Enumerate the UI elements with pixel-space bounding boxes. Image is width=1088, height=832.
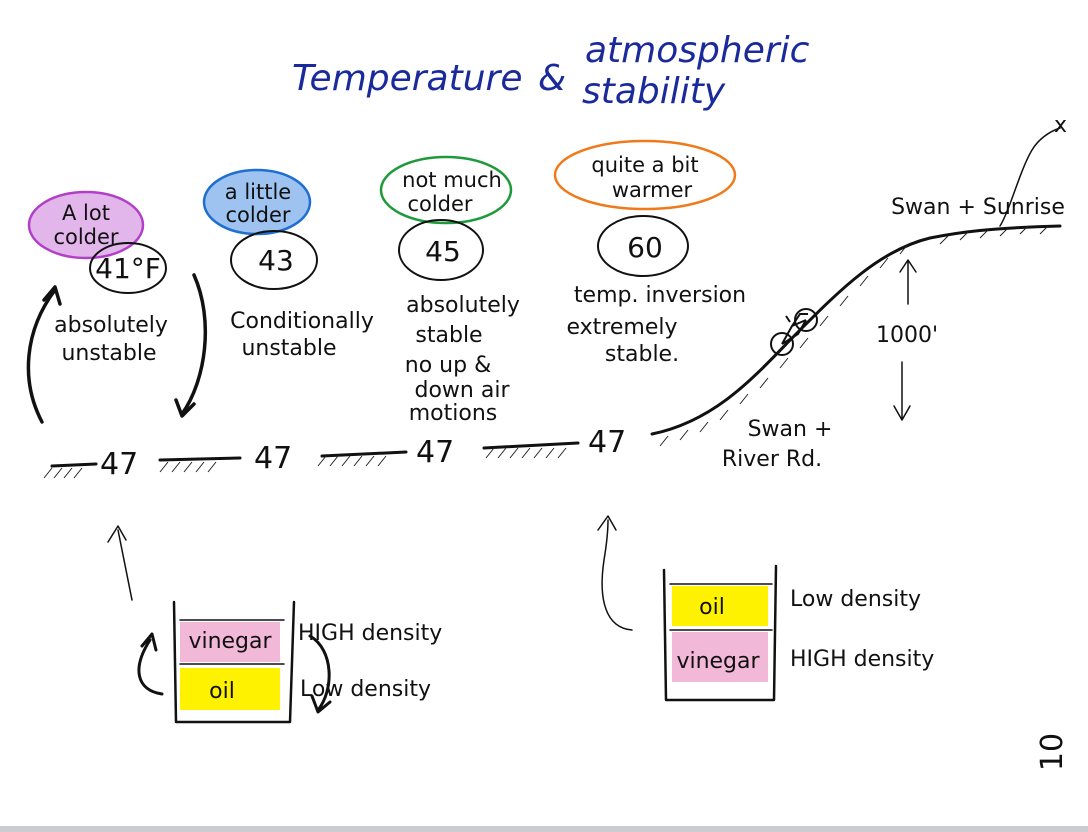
- height-arrow-up: [899, 259, 917, 305]
- sinking-arrow-head: [174, 398, 196, 418]
- temp-value-2: 43: [258, 244, 294, 277]
- temp-circle-3: [398, 219, 484, 281]
- hill-bottom-label-1: Swan +: [748, 417, 833, 442]
- rising-arrow-head: [42, 285, 62, 306]
- temp-value-3: 45: [425, 235, 461, 268]
- bubble-text-4a: quite a bit: [591, 153, 698, 177]
- title: Temperature & atmospheric stability: [292, 30, 810, 112]
- jar2-top-text: oil: [699, 595, 725, 620]
- scan-edge: [0, 826, 1088, 832]
- jar1-dividers: [179, 619, 285, 665]
- arrow-to-jar-2: [597, 515, 633, 631]
- hill-top-label: Swan + Sunrise: [891, 195, 1065, 220]
- temp-value-1: 41°F: [95, 252, 161, 285]
- jar1-top-text: vinegar: [188, 629, 272, 654]
- title-stability: stability: [582, 71, 726, 112]
- stability-4c: stable.: [605, 342, 679, 367]
- page-number: 10: [1035, 733, 1070, 771]
- mountain-trail: [999, 127, 1061, 227]
- column-a-lot-colder: A lot colder 41°F absolutely unstable: [26, 190, 208, 424]
- column-a-little-colder: a little colder 43 Conditionally unstabl…: [202, 168, 374, 361]
- surface-temp-4: 47: [588, 425, 626, 460]
- ground-segment-2: [158, 456, 242, 462]
- column-quite-a-bit-warmer: quite a bit warmer 60 temp. inversion ex…: [553, 139, 746, 367]
- jar2-bottom-layer: [672, 632, 768, 682]
- jar1-rise-arrow: [137, 632, 164, 696]
- ground-hatching: [43, 447, 567, 479]
- hill-profile: [650, 224, 1062, 436]
- trail-end-mark: x: [1054, 113, 1067, 138]
- temp-circle-4: [597, 215, 689, 277]
- stability-2a: Conditionally: [230, 309, 374, 334]
- surface-temp-3: 47: [416, 435, 454, 470]
- arrow-to-jar-1: [107, 525, 133, 601]
- bubble-text-1a: A lot: [62, 201, 110, 225]
- bubble-text-3a: not much: [402, 168, 502, 192]
- stability-4b: extremely: [567, 315, 678, 340]
- jar1-top-layer: [180, 622, 280, 662]
- jar2-bottom-desc: HIGH density: [790, 647, 934, 672]
- jar2-bottom-text: vinegar: [676, 649, 760, 674]
- rising-arrow-curve: [26, 288, 57, 424]
- jar1-top-desc: HIGH density: [298, 621, 442, 646]
- jar-stable: oil vinegar Low density HIGH density: [662, 564, 934, 702]
- ground-segment-3: [320, 450, 408, 458]
- hill-bottom-label-2: River Rd.: [722, 447, 822, 472]
- column-not-much-colder: not much colder 45 absolutely stable no …: [379, 155, 520, 426]
- surface-temp-2: 47: [254, 441, 292, 476]
- stability-3e: motions: [409, 401, 498, 426]
- jar2-top-desc: Low density: [790, 587, 921, 612]
- stability-3d: down air: [415, 378, 511, 403]
- sinking-arrow-curve: [180, 273, 208, 416]
- jar1-bottom-text: oil: [209, 679, 235, 704]
- bubble-text-2a: a little: [225, 180, 291, 204]
- height-arrow-down: [893, 361, 911, 421]
- jar-unstable: vinegar oil HIGH density Low density: [137, 600, 442, 724]
- stability-1a: absolutely: [54, 313, 168, 338]
- temp-value-4: 60: [627, 231, 663, 264]
- bubble-a-lot-colder: [27, 190, 145, 260]
- jar2-top-layer: [672, 586, 768, 626]
- bubble-not-much-colder: [379, 155, 513, 225]
- ground-row: 47 47 47 47: [43, 425, 626, 482]
- hill-hatching: [659, 225, 1049, 447]
- title-temperature: Temperature: [292, 58, 523, 99]
- hill-slope: x Swan + Sunrise Swan + River Rd. 1000': [650, 113, 1067, 472]
- bubble-quite-a-bit-warmer: [553, 139, 737, 211]
- jar2-outline: [662, 564, 778, 702]
- jar1-bottom-layer: [180, 668, 280, 710]
- stability-3a: absolutely: [406, 293, 520, 318]
- temp-circle-2: [230, 230, 318, 290]
- temp-circle-1: [89, 242, 167, 294]
- title-atmospheric: atmospheric: [585, 30, 810, 71]
- bicycle-icon: [770, 308, 818, 356]
- surface-temp-1: 47: [100, 447, 138, 482]
- ground-segment-1: [50, 462, 98, 468]
- jar2-dividers: [669, 583, 773, 631]
- jar1-bottom-desc: Low density: [300, 677, 431, 702]
- ground-segment-4: [482, 441, 580, 450]
- bubble-text-2b: colder: [225, 203, 290, 227]
- stability-1b: unstable: [61, 341, 156, 366]
- hill-height-label: 1000': [876, 323, 938, 348]
- stability-2b: unstable: [241, 336, 336, 361]
- jar1-sink-arrow: [308, 634, 332, 714]
- stability-3c: no up &: [405, 353, 491, 378]
- stability-3b: stable: [415, 323, 482, 348]
- stability-4a: temp. inversion: [574, 283, 746, 308]
- bubble-text-3b: colder: [407, 192, 472, 216]
- title-ampersand: &: [538, 58, 566, 99]
- jar1-outline: [172, 600, 296, 724]
- bubble-text-4b: warmer: [612, 178, 693, 202]
- bubble-text-1b: colder: [53, 225, 118, 249]
